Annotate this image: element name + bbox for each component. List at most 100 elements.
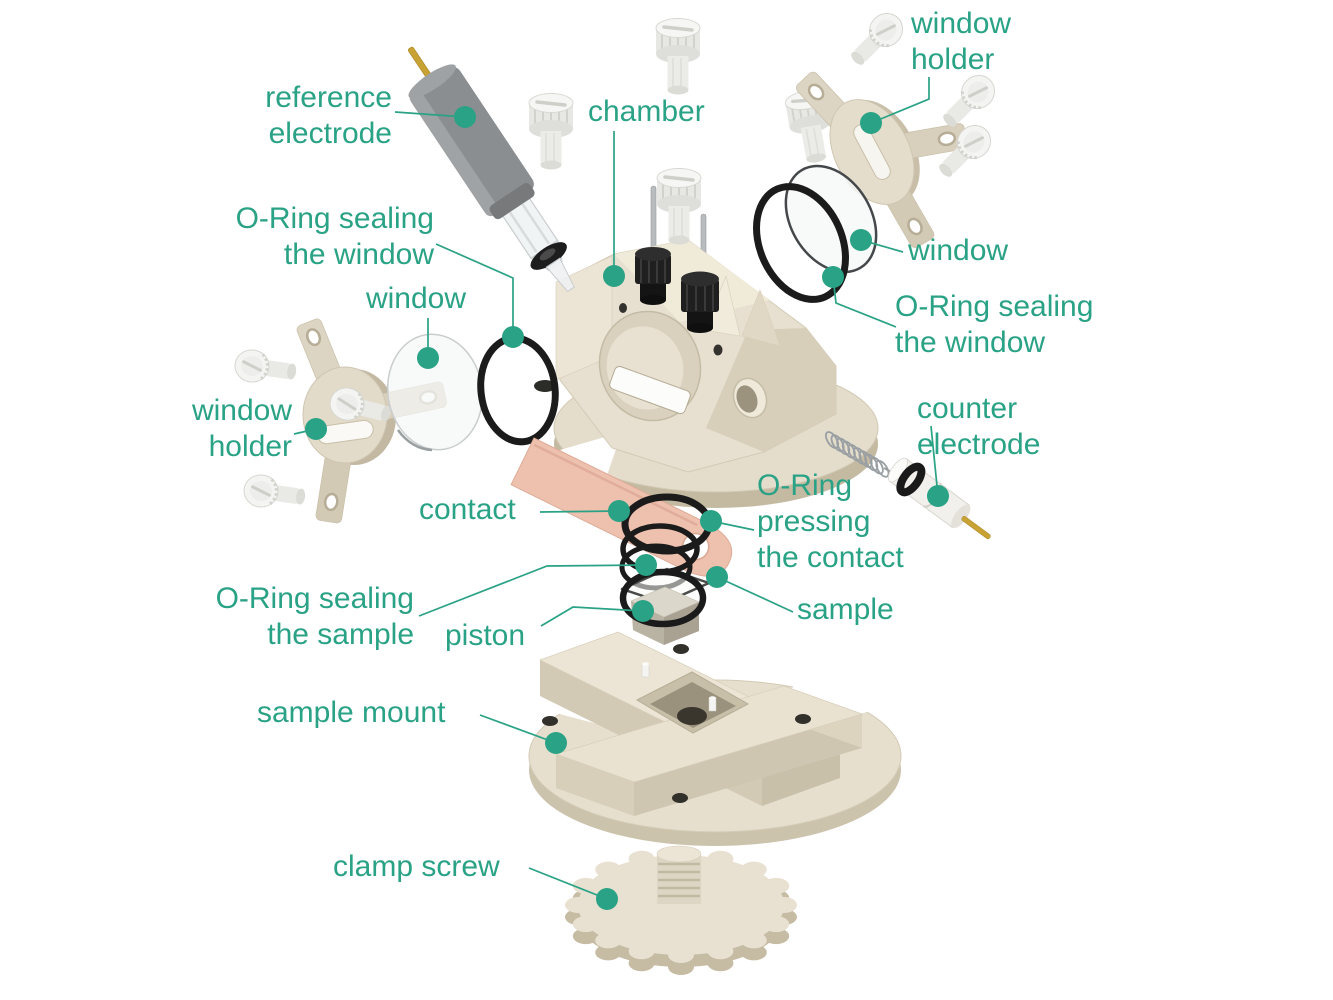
scallop-bump [707, 955, 734, 972]
leader-oring-window-left [435, 243, 514, 337]
chamber-dot-hole [713, 344, 723, 356]
leader-sample-mount [479, 714, 557, 744]
label-counter-electrode: counter electrode [917, 391, 1040, 463]
thumbscrew [240, 471, 309, 515]
leader-window-holder-right [870, 77, 930, 124]
chamber-part [534, 185, 879, 508]
spring-loop [836, 437, 851, 456]
label-line: window [911, 7, 1012, 40]
mount-recess-hole [677, 707, 707, 725]
spring-loop [875, 459, 890, 478]
window-left-part [386, 333, 484, 451]
scallop-bump [628, 943, 655, 960]
label-line: pressing [757, 505, 871, 538]
label-line: O-Ring sealing [215, 582, 414, 615]
thumbscrew [527, 91, 575, 172]
glass-tip [545, 257, 575, 293]
clamp-screw-part [565, 845, 797, 975]
scallop-bump [668, 947, 694, 963]
scallop-bump [707, 850, 734, 867]
label-line: sample mount [257, 696, 446, 729]
leader-dot [596, 888, 618, 910]
label-oring-sealing-sample: O-Ring sealing the sample [216, 581, 414, 653]
label-line: O-Ring sealing [235, 202, 434, 235]
mount-bar-sideface [634, 714, 862, 816]
scallop-bump [763, 916, 790, 933]
spring-loop [841, 440, 856, 459]
scallop-bump [595, 932, 622, 949]
chamber-side-port-bore [736, 385, 758, 413]
label-line: electrode [917, 428, 1041, 461]
leader-sample [716, 576, 794, 613]
scallop-bump [771, 897, 797, 913]
leader-dot [632, 600, 654, 622]
thumbscrew [933, 67, 1003, 137]
leader-dot [454, 106, 476, 128]
window-holder-right-part [796, 71, 968, 248]
label-line: reference [265, 81, 392, 114]
label-window-holder-left: window holder [192, 393, 292, 465]
leader-oring-sample [418, 564, 647, 617]
spring-loop [847, 443, 862, 462]
label-line: window [365, 282, 466, 315]
counter-electrode-oring [896, 462, 926, 497]
mount-hole [542, 716, 558, 726]
mount-hole [672, 793, 688, 803]
mount-recess-floor [650, 682, 736, 728]
label-line: contact [419, 493, 516, 526]
label-line: window [191, 394, 292, 427]
scallop-bump [572, 877, 599, 894]
spring-loop [852, 447, 868, 465]
label-line: electrode [268, 117, 392, 150]
scallop-bump [628, 850, 655, 867]
label-clamp-screw: clamp screw [333, 849, 500, 885]
label-sample-mount: sample mount [257, 695, 445, 731]
leader-dot [927, 485, 949, 507]
label-line: the contact [757, 541, 904, 574]
electrode-body [410, 67, 534, 216]
label-line: O-Ring [757, 469, 853, 502]
oring-around-piston [619, 568, 707, 628]
label-line: the sample [267, 618, 414, 651]
leader-clamp-screw [528, 867, 608, 900]
leader-dot [417, 347, 439, 369]
sample-mount-part [522, 631, 907, 846]
scallop-bump [740, 861, 767, 878]
mount-hole [795, 714, 811, 724]
oring-window-right-part [753, 183, 849, 303]
thumbscrew [231, 346, 300, 390]
electrode-fitting [635, 247, 671, 305]
leader-dot [305, 418, 327, 440]
leader-dot [603, 265, 625, 287]
reference-electrode-part [407, 46, 575, 293]
mount-hole [673, 644, 689, 654]
leader-counter-electrode [930, 425, 939, 497]
label-window-holder-right: window holder [911, 6, 1011, 78]
thumbscrew [841, 5, 911, 75]
leader-dots [305, 106, 949, 910]
scallop-bump [763, 877, 790, 894]
label-line: chamber [588, 95, 705, 128]
label-window-left: window [366, 281, 466, 317]
scallop-bump [572, 928, 599, 945]
leader-dot [608, 500, 630, 522]
scallop-bump [707, 943, 734, 960]
chamber-hole [534, 380, 556, 392]
scallop-bump [628, 955, 655, 972]
holder-arm [315, 450, 352, 524]
label-sample: sample [797, 592, 894, 628]
label-line: counter [917, 392, 1018, 425]
spring-coil [824, 431, 890, 478]
label-line: piston [445, 619, 526, 652]
spring-loop [869, 456, 884, 475]
holder-arm [902, 123, 968, 159]
label-oring-window-right: O-Ring sealing the window [895, 289, 1093, 361]
contact-edge [533, 443, 698, 527]
thumbscrew [654, 16, 702, 97]
label-window-right: window [908, 233, 1008, 269]
clamp-threaded-stub [656, 845, 702, 904]
chamber-base-notch [560, 432, 622, 478]
label-line: holder [911, 43, 995, 76]
